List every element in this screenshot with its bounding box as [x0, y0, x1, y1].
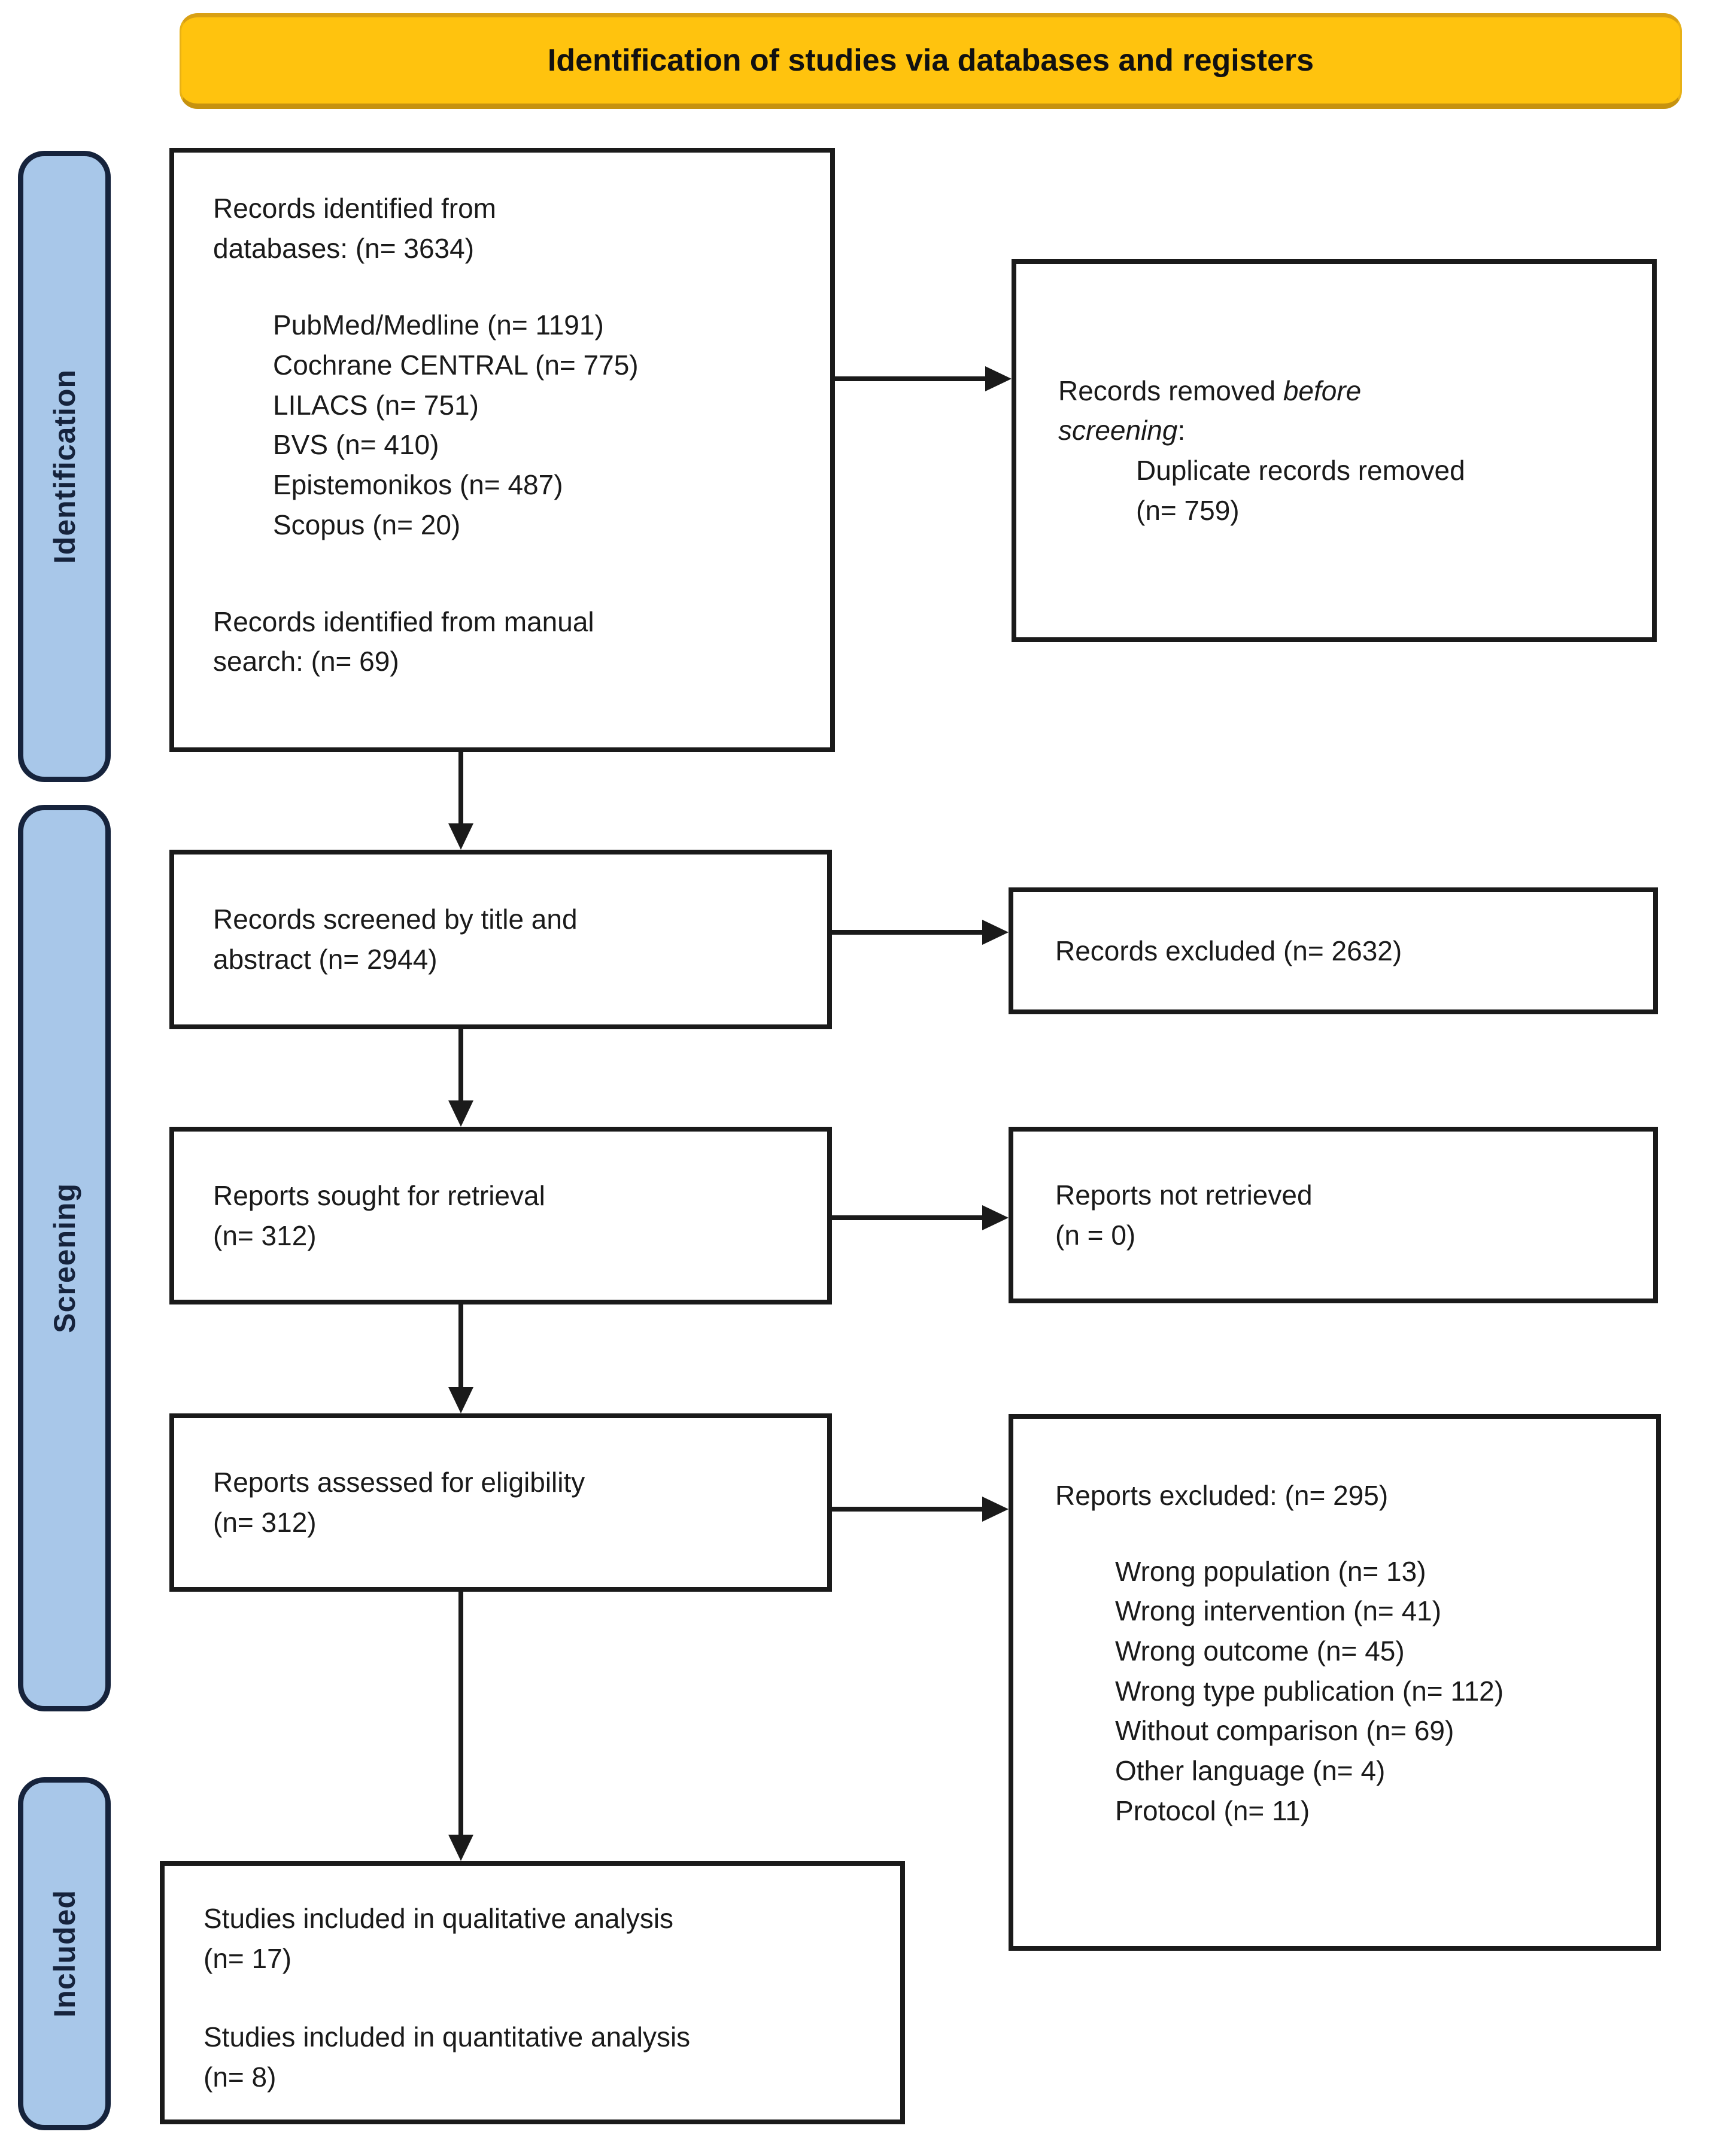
stage-label-identification-text: Identification [47, 369, 81, 564]
exclusion-reason: Wrong outcome (n= 45) [1115, 1635, 1405, 1667]
reports-not-retrieved-text: Reports not retrieved (n = 0) [1055, 1179, 1313, 1251]
duplicate-records-removed: Duplicate records removed (n= 759) [1136, 455, 1465, 526]
box-reports-assessed: Reports assessed for eligibility (n= 312… [169, 1413, 832, 1592]
exclusion-reason: Wrong population (n= 13) [1115, 1555, 1426, 1587]
arrow-head-down-icon [448, 1835, 473, 1861]
box-records-screened: Records screened by title and abstract (… [169, 850, 832, 1029]
arrow-head-down-icon [448, 1387, 473, 1413]
arrow-shaft [458, 1029, 463, 1103]
box-reports-sought: Reports sought for retrieval (n= 312) [169, 1127, 832, 1304]
database-item: Scopus (n= 20) [273, 509, 461, 540]
box-reports-excluded: Reports excluded: (n= 295) Wrong populat… [1009, 1414, 1661, 1951]
arrow-head-right-icon [985, 366, 1012, 391]
arrow-shaft [458, 1304, 463, 1389]
stage-label-screening-text: Screening [47, 1183, 81, 1333]
records-excluded-text: Records excluded (n= 2632) [1055, 935, 1402, 966]
exclusion-reason-list: Wrong population (n= 13) Wrong intervent… [1115, 1552, 1641, 1831]
arrow-shaft [458, 752, 463, 826]
exclusion-reason: Wrong intervention (n= 41) [1115, 1595, 1442, 1627]
records-identified-intro: Records identified from databases: (n= 3… [213, 193, 496, 264]
box-records-identified: Records identified from databases: (n= 3… [169, 148, 835, 752]
box-records-excluded: Records excluded (n= 2632) [1009, 887, 1658, 1014]
diagram-title: Identification of studies via databases … [547, 43, 1314, 78]
stage-label-included: Included [18, 1777, 111, 2130]
database-item: Epistemonikos (n= 487) [273, 469, 563, 501]
records-identified-manual: Records identified from manual search: (… [213, 606, 594, 677]
studies-included-quantitative: Studies included in quantitative analysi… [204, 2021, 691, 2093]
box-records-removed-before-screening: Records removed before screening: Duplic… [1012, 259, 1657, 642]
exclusion-reason: Without comparison (n= 69) [1115, 1715, 1454, 1747]
stage-label-identification: Identification [18, 151, 111, 782]
records-removed-header: Records removed before screening: [1058, 375, 1362, 446]
arrow-shaft [832, 1507, 983, 1512]
arrow-shaft [832, 1215, 983, 1220]
arrow-head-down-icon [448, 1100, 473, 1127]
arrow-head-down-icon [448, 823, 473, 850]
database-item: Cochrane CENTRAL (n= 775) [273, 349, 639, 381]
database-list: PubMed/Medline (n= 1191) Cochrane CENTRA… [273, 305, 809, 545]
reports-assessed-text: Reports assessed for eligibility (n= 312… [213, 1467, 585, 1538]
arrow-head-right-icon [982, 1205, 1009, 1230]
database-item: LILACS (n= 751) [273, 389, 479, 421]
box-reports-not-retrieved: Reports not retrieved (n = 0) [1009, 1127, 1658, 1303]
reports-excluded-header: Reports excluded: (n= 295) [1055, 1480, 1389, 1511]
studies-included-qualitative: Studies included in qualitative analysis… [204, 1903, 674, 1974]
records-screened-text: Records screened by title and abstract (… [213, 904, 578, 975]
arrow-shaft [835, 376, 986, 381]
exclusion-reason: Protocol (n= 11) [1115, 1795, 1310, 1826]
arrow-shaft [458, 1592, 463, 1837]
exclusion-reason: Other language (n= 4) [1115, 1755, 1386, 1787]
diagram-title-banner: Identification of studies via databases … [180, 13, 1682, 109]
reports-sought-text: Reports sought for retrieval (n= 312) [213, 1179, 545, 1251]
stage-label-included-text: Included [47, 1890, 81, 2018]
arrow-head-right-icon [982, 920, 1009, 945]
box-studies-included: Studies included in qualitative analysis… [160, 1861, 905, 2124]
database-item: BVS (n= 410) [273, 429, 439, 461]
arrow-head-right-icon [982, 1497, 1009, 1522]
exclusion-reason: Wrong type publication (n= 112) [1115, 1675, 1504, 1707]
arrow-shaft [832, 930, 983, 935]
stage-label-screening: Screening [18, 805, 111, 1711]
database-item: PubMed/Medline (n= 1191) [273, 309, 604, 341]
